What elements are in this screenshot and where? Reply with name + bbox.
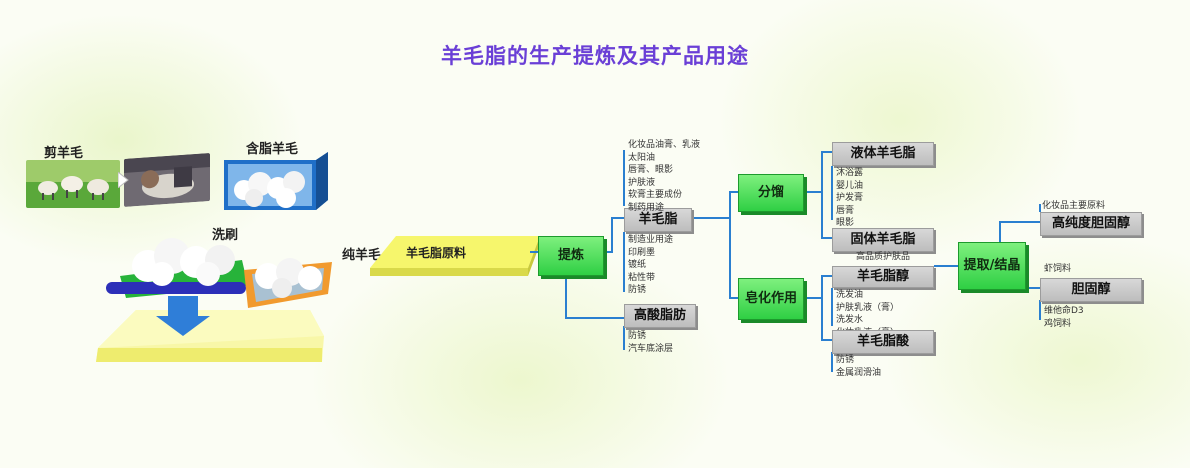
list-item: 防锈 xyxy=(628,331,647,341)
list-item: 印刷墨 xyxy=(628,247,656,258)
list-item: 太阳油 xyxy=(628,152,656,163)
acid2-uses: 防锈 金属润滑油 xyxy=(836,354,881,379)
lanolin-uses-bottom: 制造业用途 印刷墨 镀纸 粘性带 防锈 xyxy=(628,234,673,297)
raw-lanolin-slab xyxy=(366,232,542,280)
list-item: 眼影 xyxy=(836,218,855,228)
liquid-uses: 沐浴露 婴儿油 护发膏 唇膏 眼影 xyxy=(836,167,863,230)
list-item: 化妆品油膏、乳液 xyxy=(628,140,701,150)
list-item: 防锈 xyxy=(836,355,855,365)
shearing-label: 剪羊毛 xyxy=(44,146,84,161)
solid-uses: 高品质护肤品 xyxy=(856,251,910,264)
washing-illustration xyxy=(96,236,368,366)
acid-uses: 防锈 汽车底涂层 xyxy=(628,330,673,355)
list-item: 汽车底涂层 xyxy=(628,343,674,354)
lanolin-acid-node: 羊毛脂酸 xyxy=(832,330,934,354)
high-purity-cholesterol-node: 高纯度胆固醇 xyxy=(1040,212,1142,236)
list-item: 软膏主要成份 xyxy=(628,190,683,200)
list-item: 洗发水 xyxy=(836,315,864,325)
list-item: 沐浴露 xyxy=(836,168,864,178)
lanolin-uses-top: 化妆品油膏、乳液 太阳油 唇膏、眼影 护肤液 软膏主要成份 制药用途 xyxy=(628,139,700,214)
raw-lanolin-label: 羊毛脂原料 xyxy=(406,246,467,260)
solid-lanolin-node: 固体羊毛脂 xyxy=(832,228,934,252)
list-item: 唇膏 xyxy=(836,205,855,216)
lanolin-alcohol-node: 羊毛脂醇 xyxy=(832,266,934,288)
list-item: 护肤液 xyxy=(628,177,656,188)
washing-label: 洗刷 xyxy=(212,228,239,243)
list-item: 唇膏、眼影 xyxy=(628,165,674,175)
list-item: 化妆品主要原料 xyxy=(1042,201,1106,211)
arrow-to-shearing xyxy=(117,170,130,192)
liquid-lanolin-node: 液体羊毛脂 xyxy=(832,142,934,166)
list-item: 防锈 xyxy=(628,285,647,295)
list-item: 护肤乳液（膏） xyxy=(836,302,900,313)
list-item: 婴儿油 xyxy=(836,180,864,191)
cholesterol-uses-top: 虾饲料 xyxy=(1044,263,1071,276)
list-item: 制造业用途 xyxy=(628,235,674,245)
list-item: 洗发油 xyxy=(836,290,864,300)
raw-wool-label: 含脂羊毛 xyxy=(246,142,299,157)
sheep-photo xyxy=(26,160,120,208)
list-item: 鸡饲料 xyxy=(1044,318,1072,329)
saponify-node: 皂化作用 xyxy=(738,278,804,320)
list-item: 维他命D3 xyxy=(1044,306,1084,316)
refine-node: 提炼 xyxy=(538,236,604,276)
cholesterol-node: 胆固醇 xyxy=(1040,278,1142,302)
cholesterol-uses-bottom: 维他命D3 鸡饲料 xyxy=(1044,305,1084,330)
raw-wool-image xyxy=(224,152,328,210)
list-item: 高品质护肤品 xyxy=(856,252,911,262)
list-item: 镀纸 xyxy=(628,260,647,270)
shearing-photo xyxy=(124,152,210,208)
pure-wool-label: 纯羊毛 xyxy=(342,248,382,263)
extract-node: 提取/结晶 xyxy=(958,242,1026,290)
separate-node: 分馏 xyxy=(738,174,804,212)
list-item: 金属润滑油 xyxy=(836,367,882,378)
diagram-title: 羊毛脂的生产提炼及其产品用途 xyxy=(441,44,749,68)
list-item: 护发膏 xyxy=(836,193,864,203)
acid-soap-node: 高酸脂肪 xyxy=(624,304,696,328)
lanolin-node: 羊毛脂 xyxy=(624,208,692,232)
list-item: 制药用途 xyxy=(628,202,665,213)
hp-cholesterol-uses: 化妆品主要原料 xyxy=(1042,200,1105,213)
list-item: 粘性带 xyxy=(628,272,656,283)
list-item: 虾饲料 xyxy=(1044,264,1072,274)
